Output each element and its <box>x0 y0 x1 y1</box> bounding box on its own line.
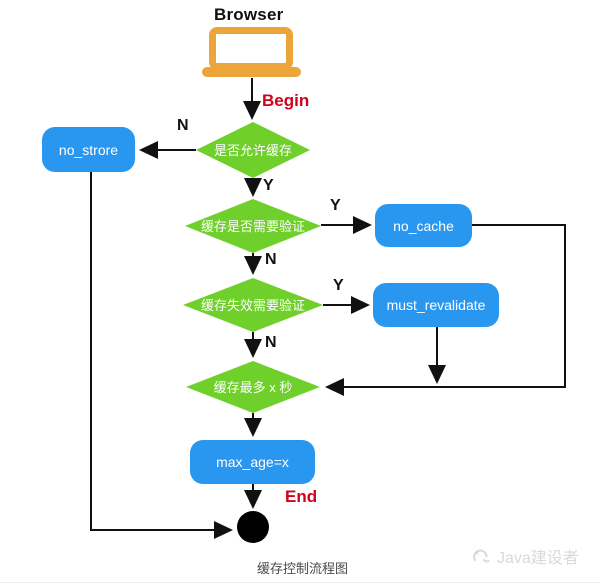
action-must-revalidate[interactable]: must_revalidate <box>373 283 499 327</box>
decision-allow-cache[interactable]: 是否允许缓存 <box>196 122 310 178</box>
begin-label: Begin <box>262 91 310 110</box>
browser-title: Browser <box>214 5 284 24</box>
action-max-age[interactable]: max_age=x <box>190 440 315 484</box>
decision-max-seconds-label: 缓存最多 x 秒 <box>213 379 293 395</box>
decision-need-validation-label: 缓存是否需要验证 <box>200 218 305 234</box>
watermark-logo-icon <box>473 549 490 563</box>
laptop-base <box>202 67 301 77</box>
decision-need-validation[interactable]: 缓存是否需要验证 <box>185 199 321 253</box>
branch-expire-validation-yes: Y <box>333 277 344 294</box>
action-no-store[interactable]: no_strore <box>42 127 135 172</box>
branch-need-validation-yes: Y <box>330 197 341 214</box>
action-no-cache[interactable]: no_cache <box>375 204 472 247</box>
branch-need-validation-no: N <box>265 251 277 268</box>
action-must-revalidate-label: must_revalidate <box>386 297 486 313</box>
branch-allow-cache-no: N <box>177 117 189 134</box>
action-max-age-label: max_age=x <box>216 454 289 470</box>
watermark-text: Java建设者 <box>497 550 579 567</box>
branch-expire-validation-no: N <box>265 334 277 351</box>
decision-allow-cache-label: 是否允许缓存 <box>213 142 292 158</box>
branch-allow-cache-yes: Y <box>263 177 274 194</box>
decision-expire-validation-label: 缓存失效需要验证 <box>200 297 305 313</box>
decision-max-seconds[interactable]: 缓存最多 x 秒 <box>186 361 320 413</box>
bottom-divider <box>0 582 600 583</box>
laptop-screen <box>209 27 293 70</box>
action-no-cache-label: no_cache <box>393 217 454 234</box>
action-no-store-label: no_strore <box>58 141 119 158</box>
watermark: Java建设者 <box>471 544 579 568</box>
end-label: End <box>285 487 318 506</box>
decision-expire-validation[interactable]: 缓存失效需要验证 <box>183 278 323 332</box>
diagram-caption: 缓存控制流程图 <box>257 561 349 576</box>
end-terminal-dot <box>237 511 269 543</box>
